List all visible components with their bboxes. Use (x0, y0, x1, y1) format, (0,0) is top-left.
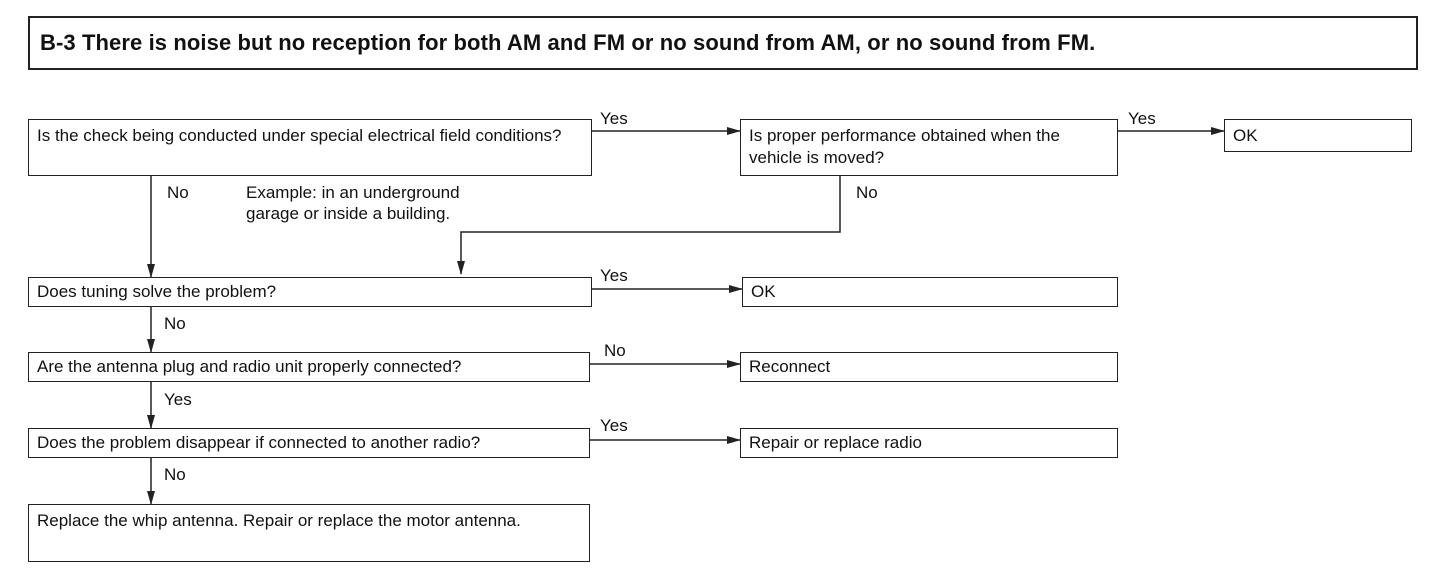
arrow-q2-no (457, 176, 841, 275)
result-text: Repair or replace radio (749, 433, 922, 452)
question-text: Are the antenna plug and radio unit prop… (37, 357, 462, 376)
result-text: OK (751, 282, 776, 301)
result-box-ok: OK (1224, 119, 1412, 152)
label-yes: Yes (600, 416, 628, 435)
label-yes: Yes (600, 266, 628, 285)
label-no: No (164, 314, 186, 333)
title-box: B-3 There is noise but no reception for … (28, 16, 1418, 70)
result-text: Reconnect (749, 357, 831, 376)
question-text: Is proper performance obtained when the … (749, 126, 1060, 167)
question-box-another-radio: Does the problem disappear if connected … (28, 428, 590, 458)
label-no: No (167, 183, 189, 202)
question-box-antenna-plug: Are the antenna plug and radio unit prop… (28, 352, 590, 382)
result-box-ok: OK (742, 277, 1118, 307)
question-text: Does tuning solve the problem? (37, 282, 277, 301)
label-yes: Yes (600, 109, 628, 128)
result-box-repair-radio: Repair or replace radio (740, 428, 1118, 458)
question-box-special-field: Is the check being conducted under speci… (28, 119, 592, 176)
label-no: No (164, 465, 186, 484)
label-no: No (604, 341, 626, 360)
result-text: OK (1233, 126, 1258, 145)
question-box-tuning: Does tuning solve the problem? (28, 277, 592, 307)
question-text: Is the check being conducted under speci… (37, 126, 562, 145)
label-yes: Yes (1128, 109, 1156, 128)
label-no: No (856, 183, 878, 202)
label-yes: Yes (164, 390, 192, 409)
example-note: Example: in an underground garage or ins… (246, 183, 460, 223)
question-text: Does the problem disappear if connected … (37, 433, 481, 452)
result-text: Replace the whip antenna. Repair or repl… (37, 511, 521, 530)
result-box-replace-antenna: Replace the whip antenna. Repair or repl… (28, 504, 590, 562)
page-title: B-3 There is noise but no reception for … (40, 30, 1096, 55)
question-box-vehicle-moved: Is proper performance obtained when the … (740, 119, 1118, 176)
result-box-reconnect: Reconnect (740, 352, 1118, 382)
